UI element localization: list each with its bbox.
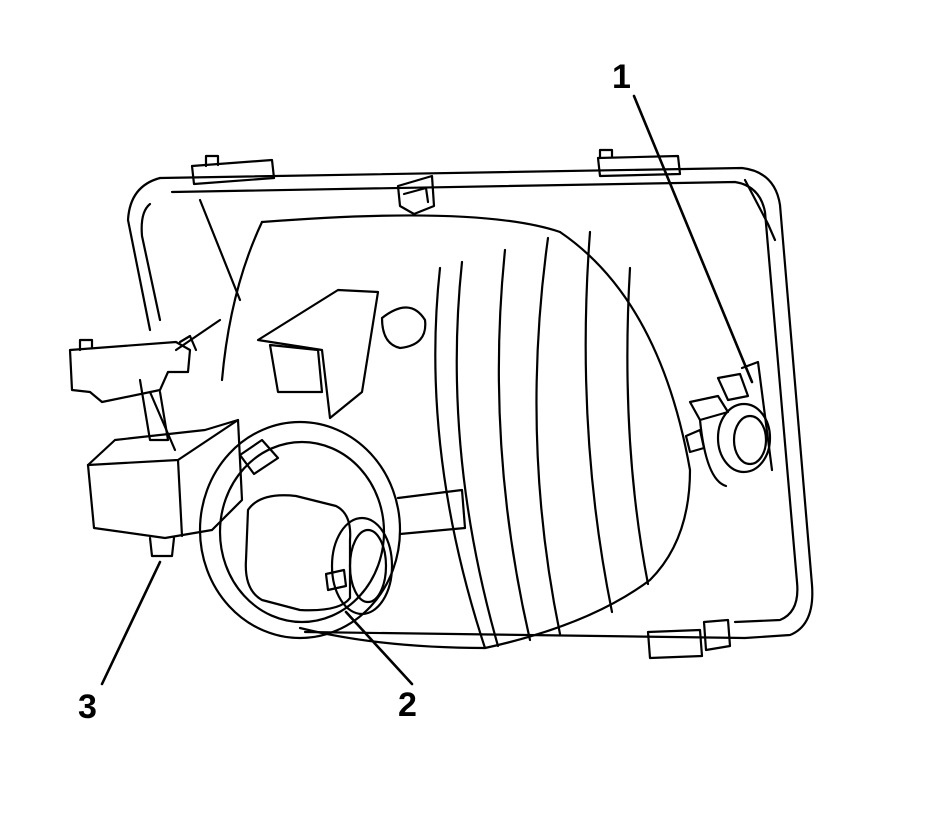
bulb-socket bbox=[198, 420, 467, 640]
electrical-connector bbox=[68, 318, 244, 558]
headlamp-adjuster bbox=[684, 360, 774, 488]
bottom-clips bbox=[646, 618, 732, 660]
leader-lines bbox=[100, 94, 754, 686]
top-clips bbox=[190, 148, 682, 216]
leader-line-1 bbox=[632, 94, 754, 384]
callout-2: 2 bbox=[398, 686, 417, 724]
callout-1: 1 bbox=[612, 58, 631, 96]
reflector-bowl bbox=[220, 214, 692, 650]
housing-frame bbox=[126, 166, 814, 640]
mounting-bracket bbox=[256, 288, 427, 420]
callout-3: 3 bbox=[78, 688, 97, 726]
leader-line-3 bbox=[100, 560, 162, 686]
leader-line-2 bbox=[344, 610, 414, 686]
